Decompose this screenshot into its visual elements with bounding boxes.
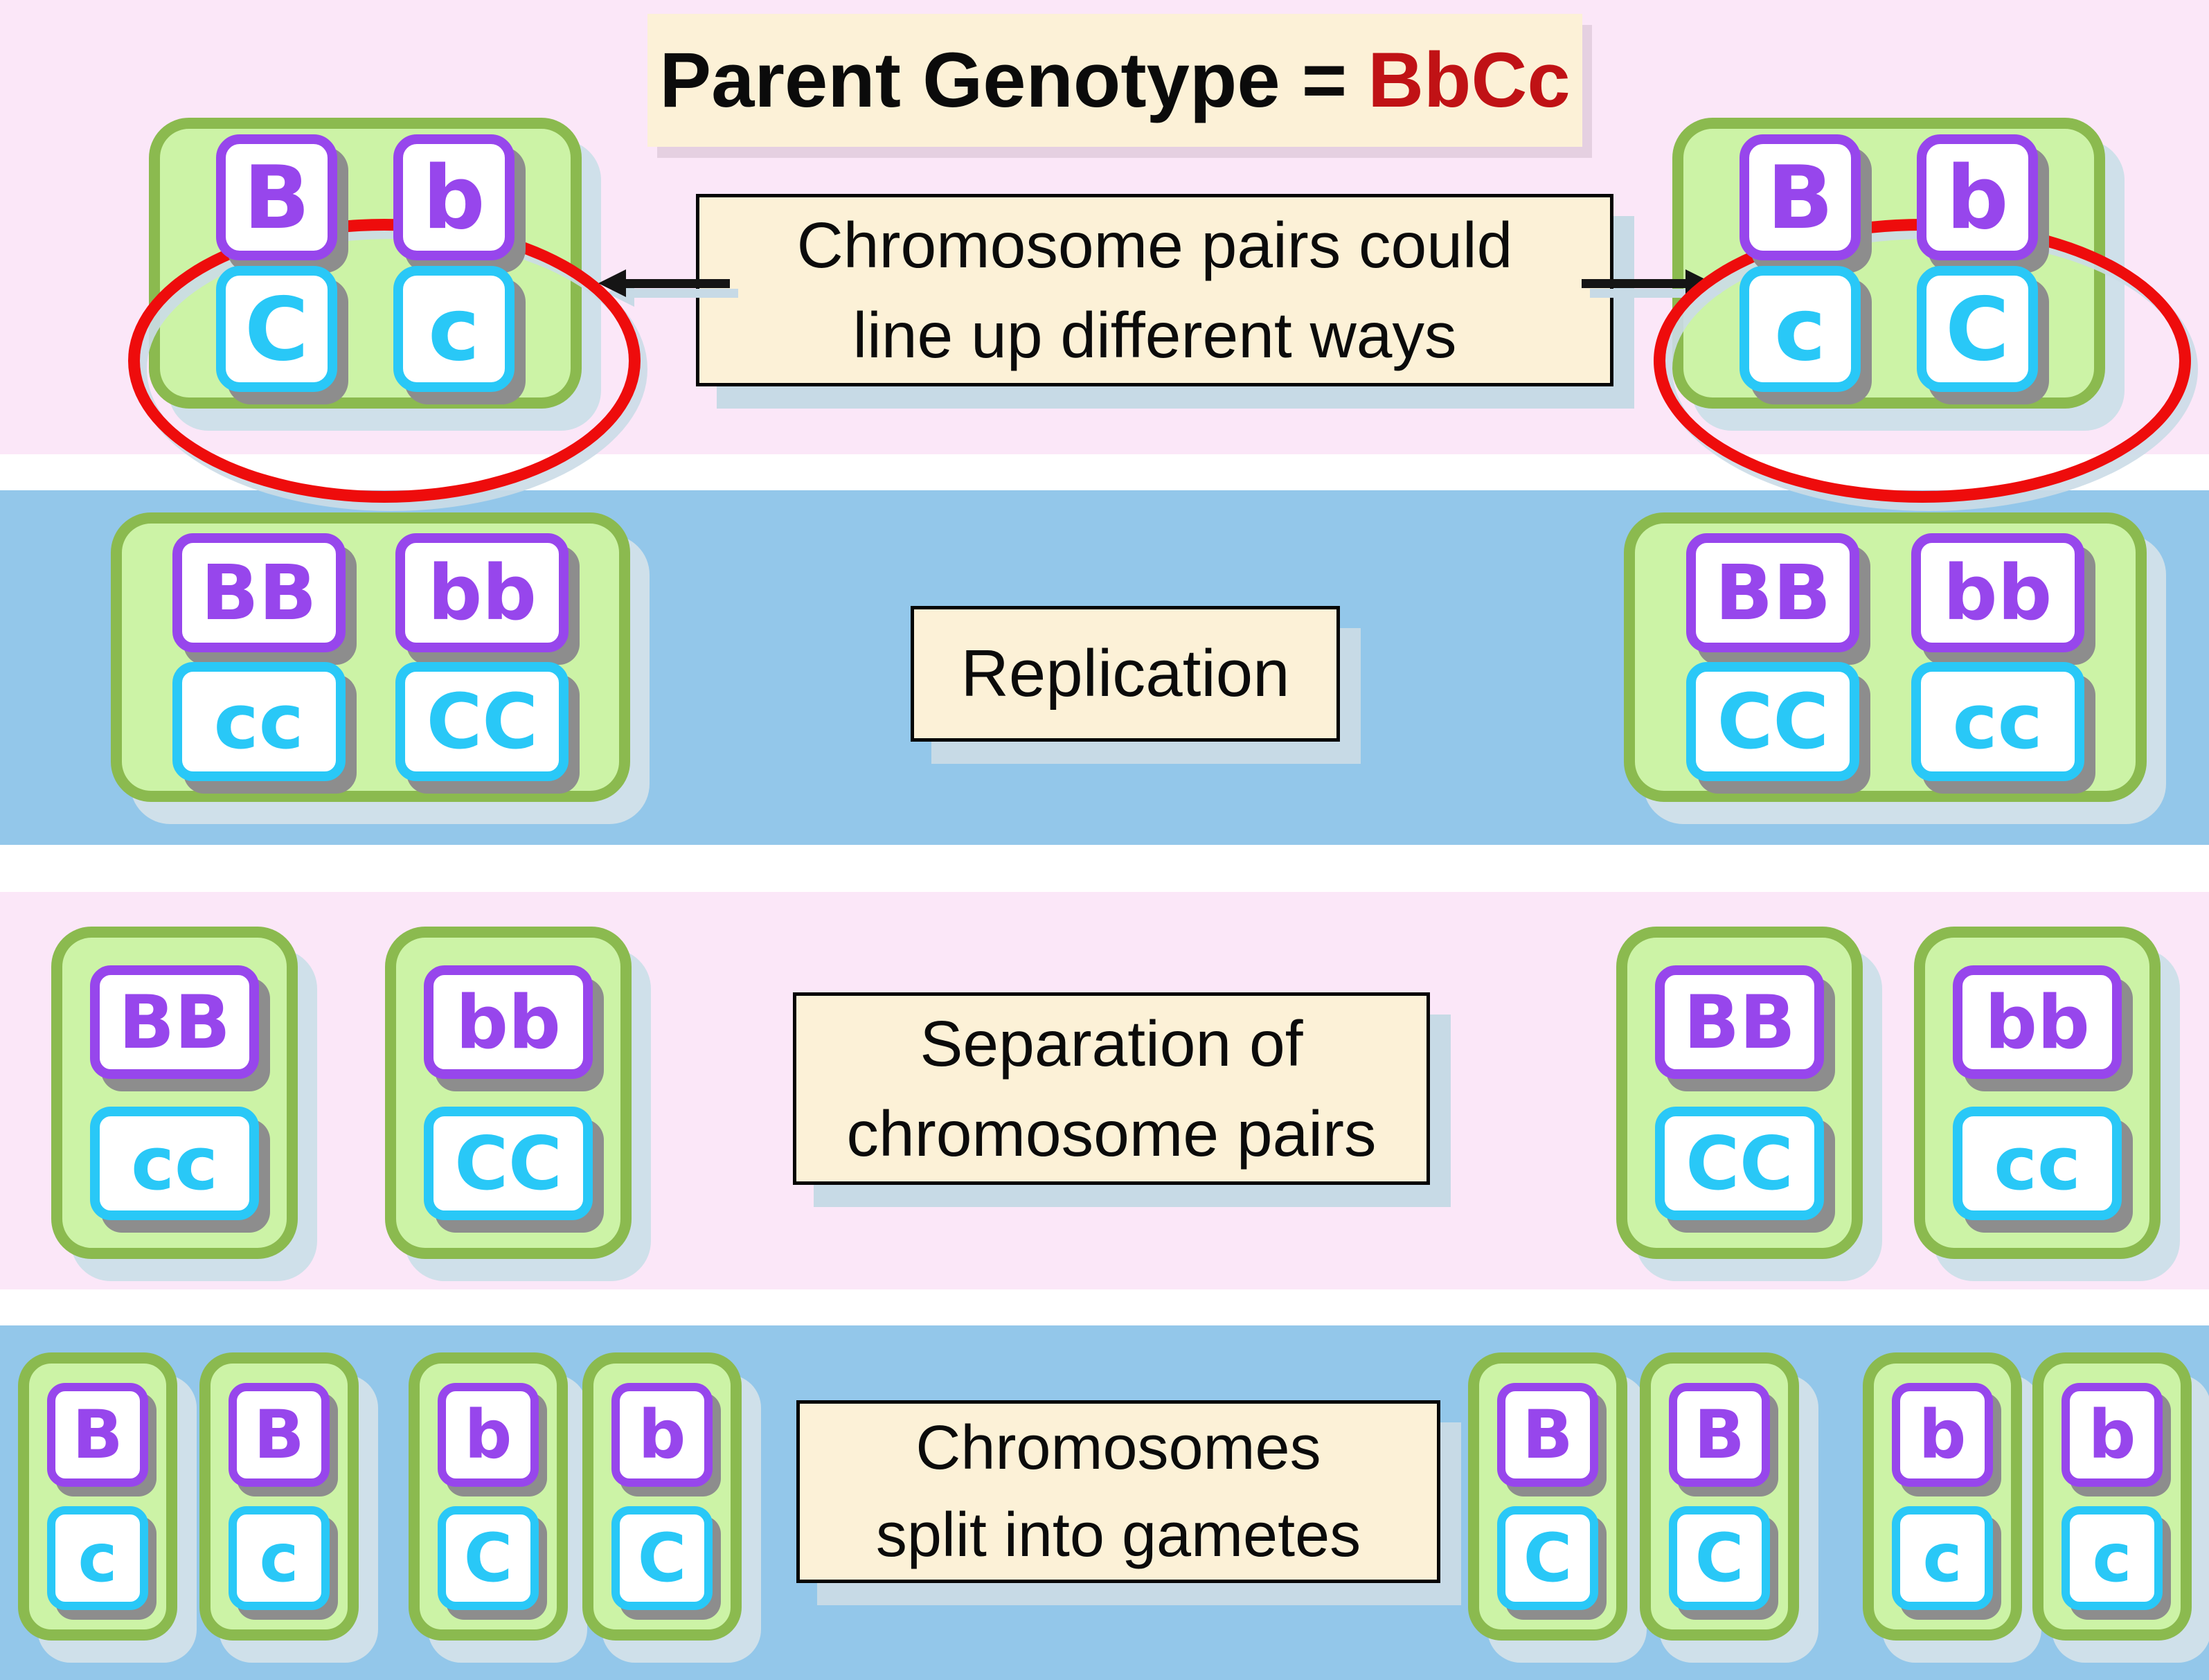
arrow-left-icon bbox=[598, 269, 730, 297]
allele-card: c bbox=[229, 1506, 330, 1610]
gamete-cell: B c bbox=[199, 1352, 359, 1641]
gametes-label-line2: split into gametes bbox=[875, 1501, 1361, 1570]
arrow-right-shaft bbox=[1582, 279, 1688, 288]
allele-card: c bbox=[1892, 1506, 1993, 1610]
gamete-cell: B c bbox=[18, 1352, 177, 1641]
allele-card: CC bbox=[424, 1107, 593, 1220]
separation-label: Separation of chromosome pairs bbox=[793, 992, 1430, 1185]
separation-label-line1: Separation of bbox=[920, 1007, 1303, 1080]
allele-card: cc bbox=[1911, 662, 2084, 781]
allele-card: B bbox=[47, 1383, 148, 1487]
allele-card: B bbox=[216, 134, 337, 260]
separated-cell: bb cc bbox=[1914, 927, 2161, 1259]
allele-card: c bbox=[47, 1506, 148, 1610]
c-allele-row: cc CC bbox=[122, 662, 619, 781]
gamete-cell: B C bbox=[1468, 1352, 1627, 1641]
allele-card: bb bbox=[424, 965, 593, 1079]
allele-card: bb bbox=[1911, 533, 2084, 652]
c-allele-row: c C bbox=[1683, 266, 2094, 392]
gametes-label: Chromosomes split into gametes bbox=[796, 1400, 1440, 1583]
title-prefix: Parent Genotype = bbox=[659, 36, 1348, 123]
allele-card: C bbox=[438, 1506, 539, 1610]
arrow-left-shaft bbox=[623, 279, 730, 288]
gametes-label-line1: Chromosomes bbox=[915, 1413, 1321, 1483]
allele-card: BB bbox=[1655, 965, 1824, 1079]
allele-card: C bbox=[1497, 1506, 1598, 1610]
allele-card: CC bbox=[395, 662, 569, 781]
allele-card: BB bbox=[90, 965, 259, 1079]
allele-card: b bbox=[393, 134, 515, 260]
allele-card: bb bbox=[1953, 965, 2122, 1079]
gamete-cell: b C bbox=[582, 1352, 742, 1641]
replication-label: Replication bbox=[911, 606, 1340, 742]
c-allele-row: C c bbox=[160, 266, 571, 392]
b-allele-row: BB bb bbox=[1635, 533, 2136, 652]
allele-card: b bbox=[438, 1383, 539, 1487]
allele-card: B bbox=[229, 1383, 330, 1487]
allele-card: B bbox=[1497, 1383, 1598, 1487]
separated-cell: BB cc bbox=[51, 927, 298, 1259]
allele-card: B bbox=[1740, 134, 1861, 260]
allele-card: C bbox=[1917, 266, 2038, 392]
b-allele-row: BB bb bbox=[122, 533, 619, 652]
allele-card: CC bbox=[1655, 1107, 1824, 1220]
allele-card: bb bbox=[395, 533, 569, 652]
separated-cell: BB CC bbox=[1616, 927, 1863, 1259]
allele-card: c bbox=[393, 266, 515, 392]
allele-card: cc bbox=[1953, 1107, 2122, 1220]
allele-card: B bbox=[1669, 1383, 1770, 1487]
replication-label-text: Replication bbox=[960, 636, 1290, 711]
parent-cell-right: B b c C bbox=[1672, 118, 2105, 409]
title-genotype: BbCc bbox=[1368, 36, 1571, 123]
lineup-label: Chromosome pairs could line up different… bbox=[696, 194, 1613, 386]
b-allele-row: B b bbox=[1683, 134, 2094, 260]
allele-card: BB bbox=[172, 533, 346, 652]
allele-card: c bbox=[2062, 1506, 2163, 1610]
allele-card: b bbox=[1917, 134, 2038, 260]
red-highlight-ellipse-left bbox=[128, 219, 641, 503]
allele-card: b bbox=[611, 1383, 713, 1487]
allele-card: BB bbox=[1686, 533, 1860, 652]
allele-card: b bbox=[1892, 1383, 1993, 1487]
separated-cell: bb CC bbox=[385, 927, 632, 1259]
allele-card: C bbox=[216, 266, 337, 392]
gamete-cell: B C bbox=[1640, 1352, 1799, 1641]
b-allele-row: B b bbox=[160, 134, 571, 260]
allele-card: cc bbox=[90, 1107, 259, 1220]
gamete-cell: b c bbox=[1863, 1352, 2022, 1641]
replicated-cell-left: BB bb cc CC bbox=[111, 512, 630, 802]
allele-card: b bbox=[2062, 1383, 2163, 1487]
allele-card: c bbox=[1740, 266, 1861, 392]
allele-card: cc bbox=[172, 662, 346, 781]
allele-card: C bbox=[1669, 1506, 1770, 1610]
page-title: Parent Genotype = BbCc bbox=[647, 14, 1582, 147]
c-allele-row: CC cc bbox=[1635, 662, 2136, 781]
allele-card: CC bbox=[1686, 662, 1860, 781]
gamete-cell: b C bbox=[409, 1352, 568, 1641]
allele-card: C bbox=[611, 1506, 713, 1610]
lineup-label-line2: line up different ways bbox=[852, 299, 1457, 371]
lineup-label-line1: Chromosome pairs could bbox=[796, 208, 1513, 281]
gamete-cell: b c bbox=[2032, 1352, 2192, 1641]
separation-label-line2: chromosome pairs bbox=[846, 1098, 1377, 1170]
replicated-cell-right: BB bb CC cc bbox=[1624, 512, 2147, 802]
